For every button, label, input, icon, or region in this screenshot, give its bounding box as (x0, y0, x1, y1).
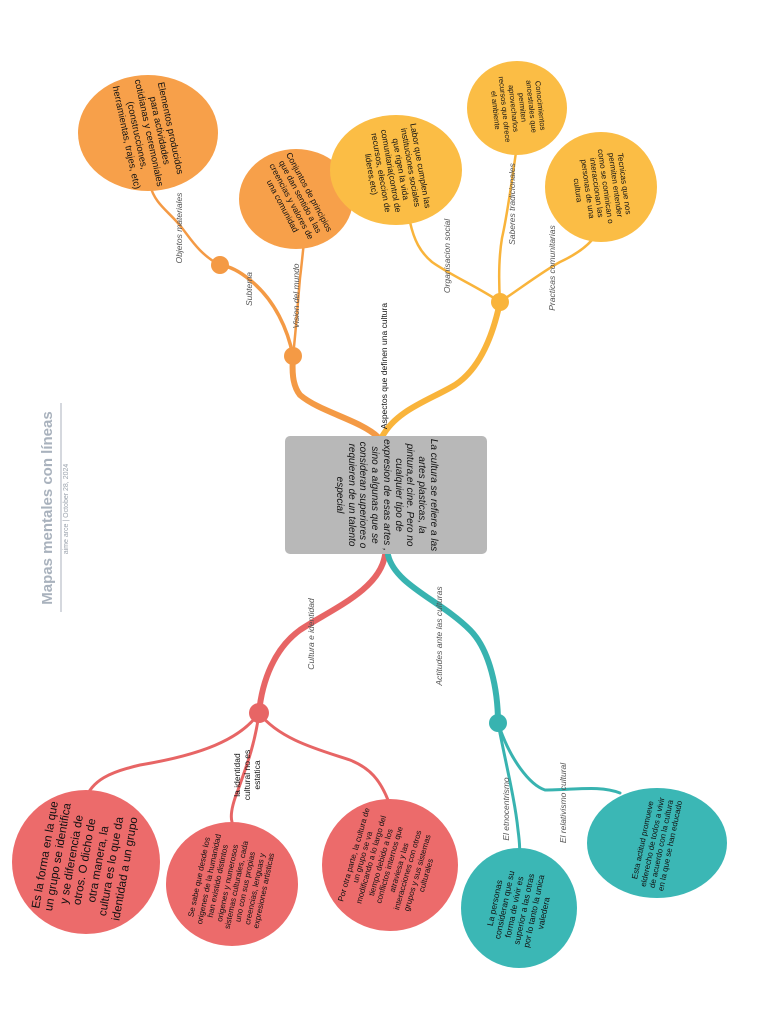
node-se-sabe-text: Se sabe que desde los origenes de la hum… (186, 833, 277, 930)
node-elementos-circle[interactable] (78, 75, 218, 191)
label-objetos: Objetos materiales (174, 192, 184, 264)
junction-yellow (491, 293, 509, 311)
node-tecnicas-text: Tecnicas que nos permiten entender como … (571, 148, 634, 225)
label-identidad-no-estatica: la identidad cultural no es estatica (231, 749, 262, 801)
date: October 28, 2024 (63, 463, 70, 518)
connector-aspectos-orange (289, 353, 381, 440)
label-cultura-identidad: Cultura e identidad (306, 598, 316, 670)
node-labor-circle[interactable] (330, 115, 462, 225)
junction-objetos (211, 256, 229, 274)
connector-cultura-identidad (256, 552, 388, 716)
connector-se-sabe (229, 711, 261, 824)
connector-subtema (218, 263, 295, 358)
junction-subtema (284, 347, 302, 365)
center-box[interactable] (285, 436, 487, 554)
junction-red (249, 703, 269, 723)
page-title: Mapas mentales con líneas (39, 411, 56, 605)
label-aspectos: Aspectos que definen una cultura (379, 302, 389, 430)
node-labor-text: Labor que cumplen las instituciones soci… (362, 122, 434, 214)
header-meta: aime arce | October 28, 2024 (63, 439, 75, 579)
label-organizacion: Organisacion social (442, 218, 452, 294)
label-subtema: Subtema (244, 271, 254, 307)
author-name: aime arce (63, 523, 70, 555)
junction-teal (489, 714, 507, 732)
label-etnocentrismo: El etnocentrismo (501, 777, 511, 841)
connector-vision (291, 240, 306, 358)
label-practicas: Practicas comunitarias (547, 225, 557, 311)
connector-relativismo (496, 721, 622, 795)
connector-saberes (497, 150, 518, 304)
label-saberes: Saberes tradicionales (507, 163, 517, 245)
connector-aspectos-yellow (379, 299, 503, 440)
center-text: La cultura se refiere a las artes plasti… (333, 438, 440, 552)
connector-organizacion (408, 220, 502, 304)
label-relativismo: El relativismo cultural (558, 762, 568, 844)
node-conocimientos-text: Conocimientos ancestrales que permiten a… (489, 75, 547, 143)
node-forma-circle[interactable] (12, 790, 160, 934)
label-actitudes: Actitudes ante las culturas (434, 586, 444, 686)
node-personas-text: La personas consideran que su forma de v… (484, 869, 552, 949)
connector-objetos (148, 183, 222, 267)
connector-por-otra (257, 711, 390, 802)
node-tecnicas-circle[interactable] (545, 132, 657, 242)
node-actitud-circle[interactable] (587, 788, 727, 898)
node-personas-circle[interactable] (461, 848, 577, 968)
label-vision: Vision del mundo (291, 263, 301, 329)
node-se-sabe-circle[interactable] (166, 822, 298, 946)
node-conjuntos-circle[interactable] (239, 149, 353, 249)
connector-forma (83, 711, 261, 802)
connector-actitudes (385, 552, 501, 726)
node-conocimientos-circle[interactable] (467, 61, 567, 155)
node-forma-text: Es la forma en la que un grupo se identi… (29, 800, 141, 922)
connector-practicas (498, 238, 594, 304)
node-por-otra-circle[interactable] (322, 799, 458, 931)
meta-separator: | (63, 517, 70, 522)
